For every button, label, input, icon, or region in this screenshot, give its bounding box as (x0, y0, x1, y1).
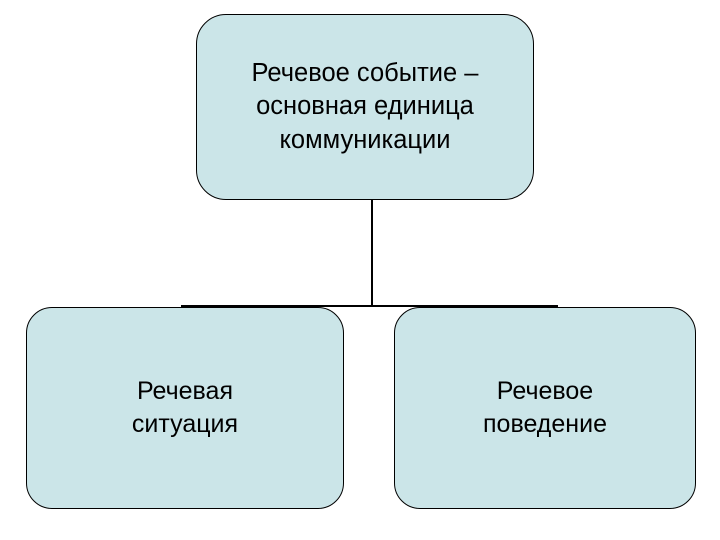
diagram-node-speech-behavior: Речевое поведение (394, 307, 696, 509)
connector-branch-horizontal (181, 305, 558, 307)
diagram-node-root: Речевое событие – основная единица комму… (196, 14, 534, 200)
connector-trunk-vertical (371, 200, 373, 307)
diagram-node-speech-situation: Речевая ситуация (26, 307, 344, 509)
